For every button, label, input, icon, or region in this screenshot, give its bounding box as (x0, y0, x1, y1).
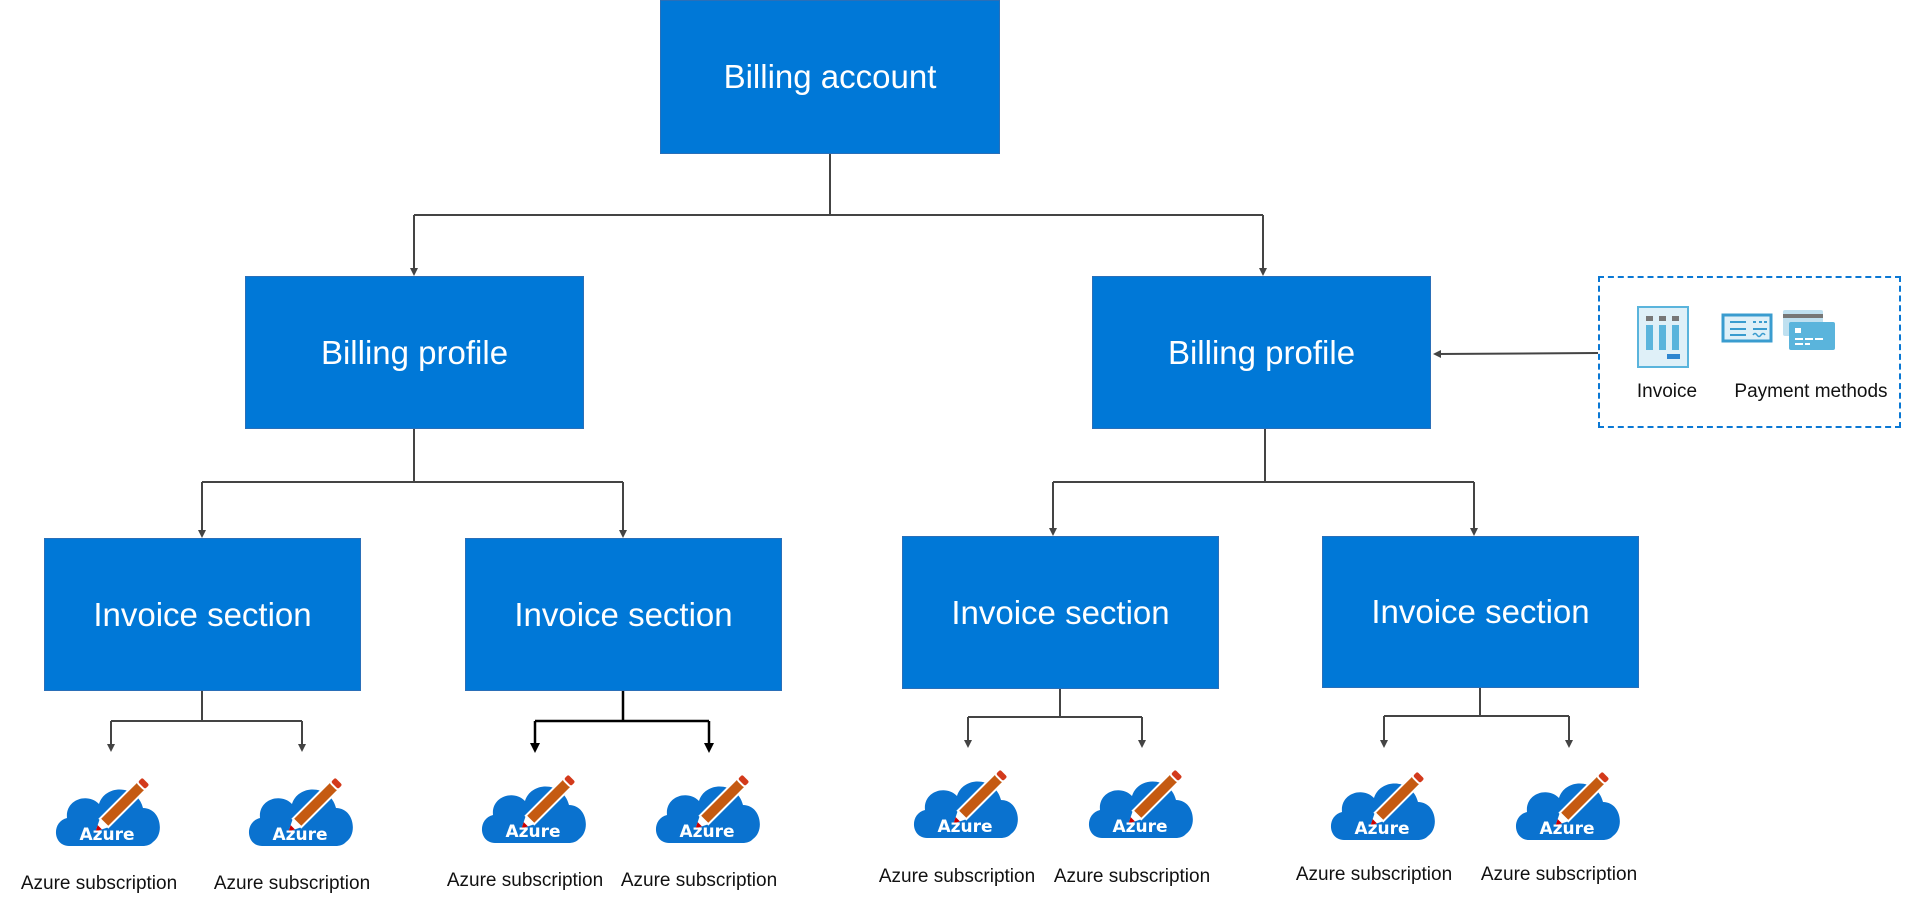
azure-subscription-label: Azure subscription (20, 873, 178, 894)
invoice-section-node: Invoice section (1322, 536, 1639, 688)
azure-logo-text: Azure (1112, 817, 1167, 837)
azure-subscription-icon: Azure (1082, 750, 1202, 850)
azure-subscription-icon: Azure (475, 755, 595, 855)
connector-profile-2-to-sections (1053, 429, 1474, 483)
connector-section-4 (1384, 688, 1569, 717)
azure-logo-text: Azure (937, 817, 992, 837)
azure-logo-text: Azure (1354, 819, 1409, 839)
azure-logo-text: Azure (505, 822, 560, 842)
azure-subscription-icon: Azure (1324, 752, 1444, 852)
invoice-label: Invoice (1636, 381, 1698, 402)
invoice-section-label: Invoice section (514, 595, 733, 633)
azure-subscription-icon: Azure (1509, 752, 1629, 852)
invoice-section-label: Invoice section (951, 593, 1170, 631)
azure-subscription-label: Azure subscription (1480, 864, 1638, 885)
invoice-section-label: Invoice section (93, 595, 312, 633)
payment-methods-icon (1721, 310, 1835, 350)
invoice-icon (1637, 306, 1689, 368)
billing-profile-node: Billing profile (1092, 276, 1431, 429)
azure-subscription-label: Azure subscription (1295, 864, 1453, 885)
azure-logo-text: Azure (679, 822, 734, 842)
connector-account-to-profiles (414, 154, 1263, 216)
azure-logo-text: Azure (79, 825, 134, 845)
azure-logo-text: Azure (1539, 819, 1594, 839)
invoice-section-node: Invoice section (44, 538, 361, 691)
billing-account-label: Billing account (723, 58, 937, 95)
azure-logo-text: Azure (272, 825, 327, 845)
payment-methods-label: Payment methods (1734, 381, 1888, 402)
invoice-section-node: Invoice section (902, 536, 1219, 689)
billing-profile-node: Billing profile (245, 276, 584, 429)
azure-subscription-label: Azure subscription (878, 866, 1036, 887)
connector-section-2 (535, 691, 709, 723)
azure-subscription-label: Azure subscription (446, 870, 604, 891)
profile-details-box (1598, 276, 1901, 428)
connector-section-3 (968, 689, 1142, 718)
billing-profile-label: Billing profile (1167, 333, 1356, 371)
azure-subscription-label: Azure subscription (1053, 866, 1211, 887)
billing-account-node: Billing account (660, 0, 1000, 154)
arrow-details-to-profile-2 (1433, 349, 1599, 358)
invoice-section-node: Invoice section (465, 538, 782, 691)
azure-subscription-icon: Azure (242, 758, 362, 858)
connector-section-1 (111, 691, 302, 722)
azure-subscription-label: Azure subscription (620, 870, 778, 891)
billing-profile-label: Billing profile (320, 333, 509, 371)
azure-subscription-icon: Azure (49, 758, 169, 858)
azure-subscription-icon: Azure (907, 750, 1027, 850)
invoice-section-label: Invoice section (1371, 593, 1590, 630)
azure-subscription-label: Azure subscription (213, 873, 371, 894)
connector-profile-1-to-sections (202, 429, 623, 483)
azure-subscription-icon: Azure (649, 755, 769, 855)
